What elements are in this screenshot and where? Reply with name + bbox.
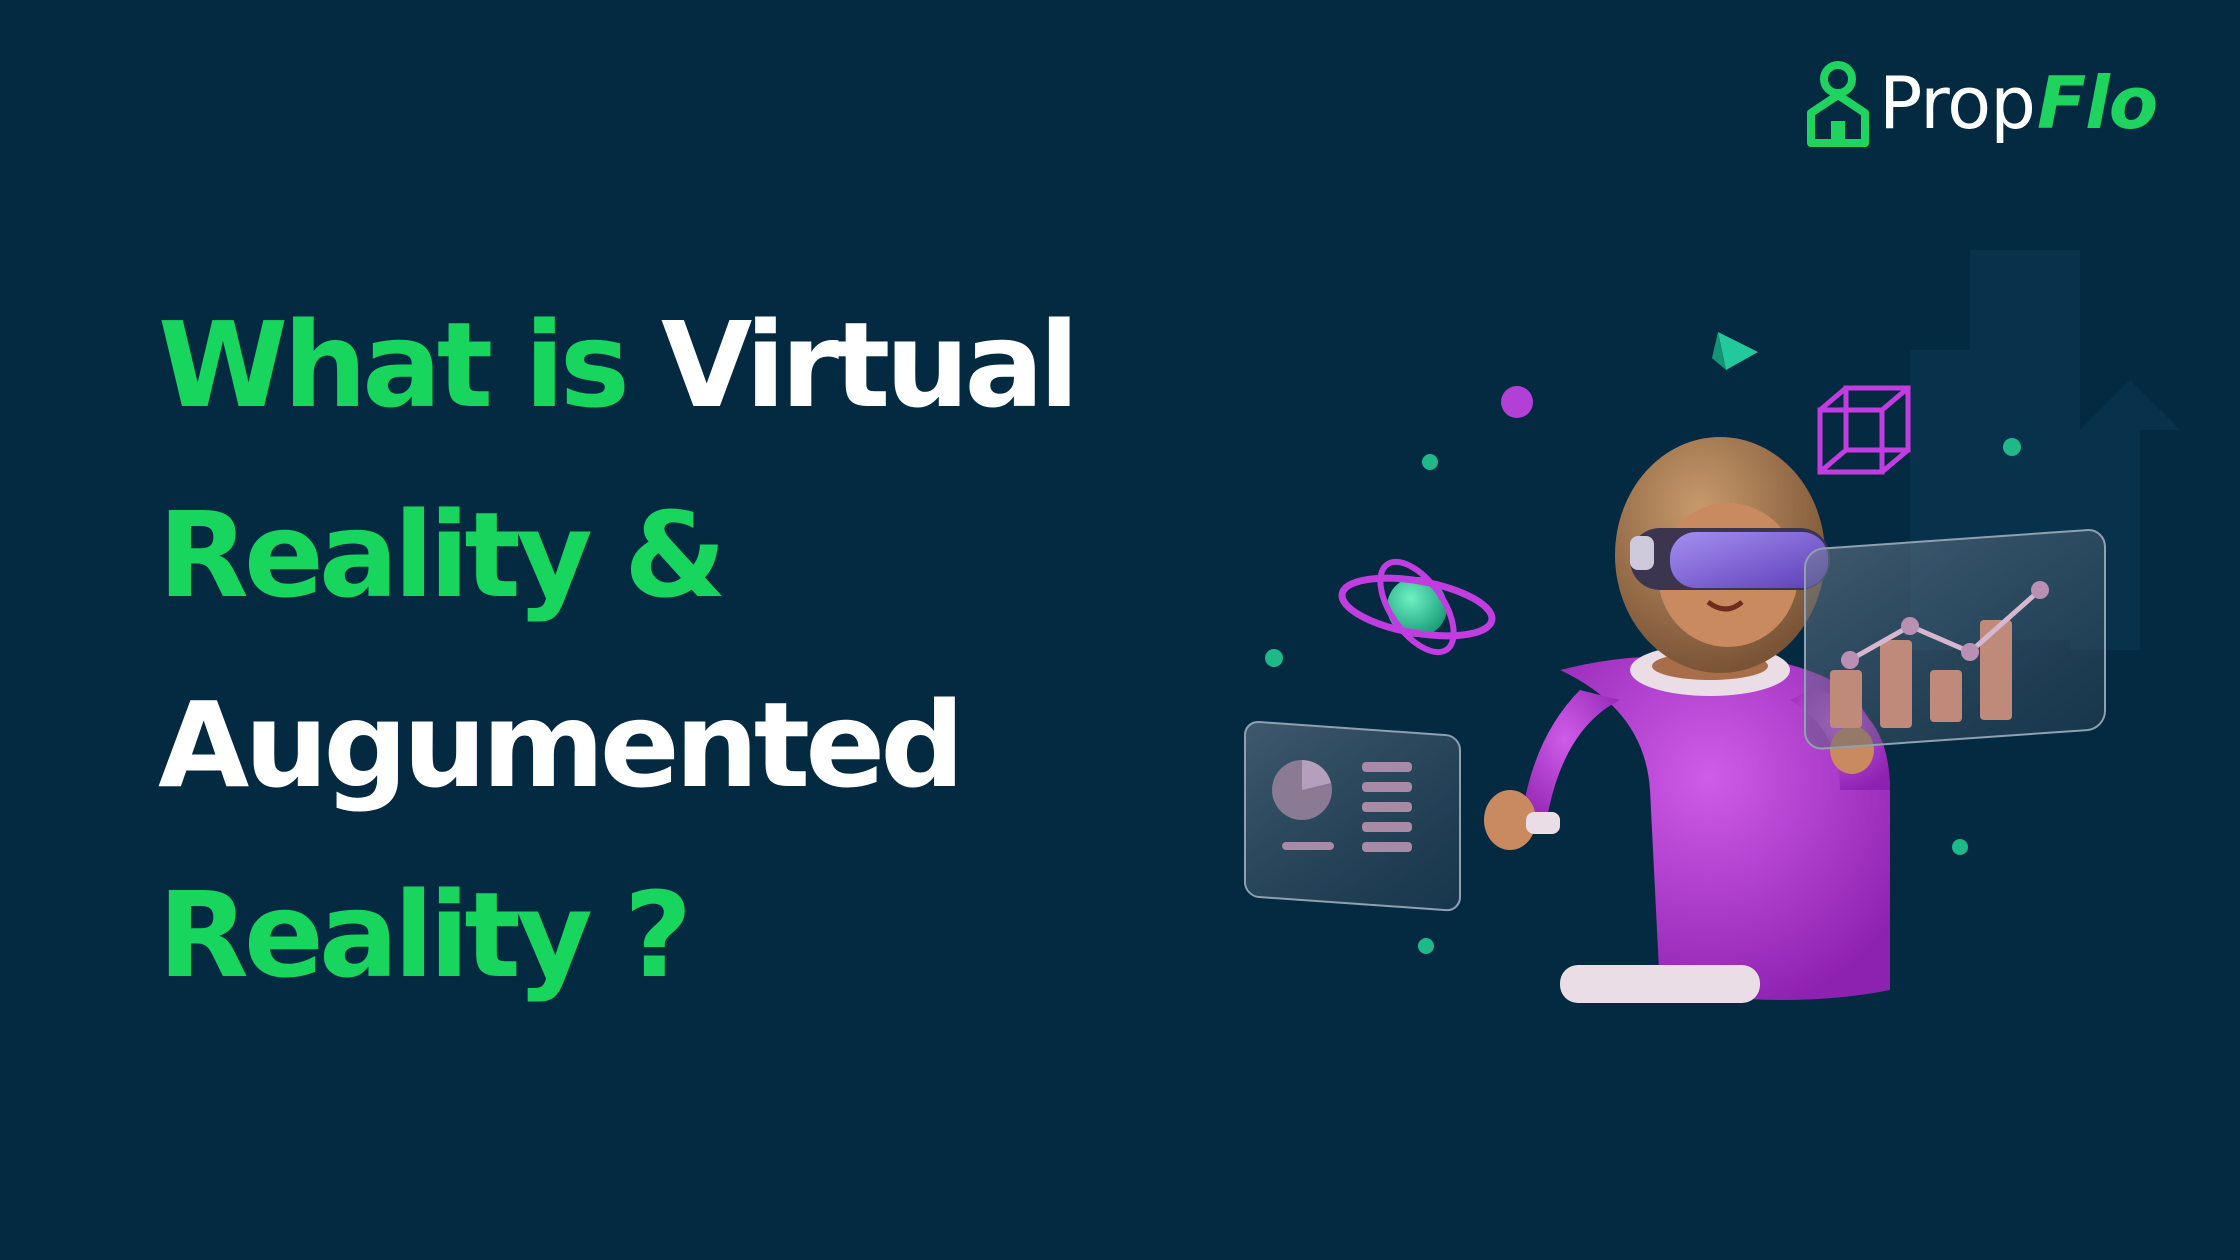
dot-purple xyxy=(1501,386,1533,418)
dot-green-5 xyxy=(1418,938,1434,954)
dot-green-3 xyxy=(1265,649,1283,667)
wireframe-cube-icon xyxy=(1817,385,1911,475)
brand-name-flo: Flo xyxy=(2036,61,2158,145)
illustration-svg xyxy=(1244,250,2180,1003)
vr-headset-icon xyxy=(1630,528,1830,590)
dot-green-2 xyxy=(2003,438,2021,456)
title-line-2: Reality & xyxy=(158,486,727,624)
dot-green-4 xyxy=(1952,839,1968,855)
brand-name-prop: Prop xyxy=(1879,61,2036,145)
house-person-icon xyxy=(1807,61,1869,147)
page-title: What is Virtual Reality & Augumented Rea… xyxy=(158,270,1278,1030)
title-virtual: Virtual xyxy=(661,296,1079,434)
title-what-is: What is xyxy=(158,296,662,434)
vr-illustration xyxy=(1230,230,2230,1030)
planet-ring-icon xyxy=(1338,558,1496,656)
dot-green-1 xyxy=(1422,454,1438,470)
pie-chart-panel-icon xyxy=(1244,720,1461,912)
cone-icon xyxy=(1712,332,1758,370)
title-line-1: What is Virtual xyxy=(158,270,1278,460)
title-line-3: Augumented xyxy=(158,676,965,814)
title-line-4: Reality ? xyxy=(158,866,692,1004)
bar-chart-panel-icon xyxy=(1804,529,2106,750)
